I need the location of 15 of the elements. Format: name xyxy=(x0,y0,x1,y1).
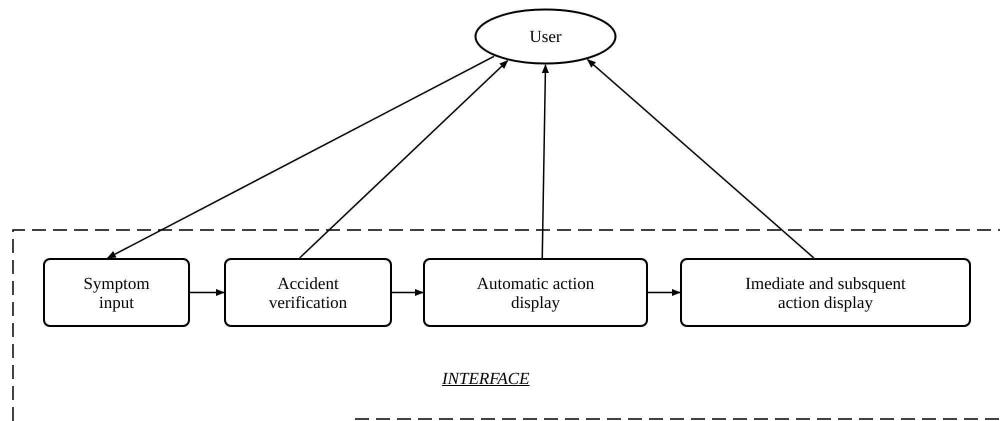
user-ellipse xyxy=(474,8,617,65)
arrow xyxy=(392,288,424,296)
process-box: Automatic action display xyxy=(423,258,648,327)
region-title: INTERFACE xyxy=(442,369,530,389)
process-box: Accident verification xyxy=(224,258,392,327)
arrow xyxy=(648,288,681,296)
arrow xyxy=(106,56,494,259)
arrow xyxy=(299,60,508,259)
arrow xyxy=(190,288,225,296)
node-label: User xyxy=(529,26,562,46)
arrow xyxy=(542,64,549,258)
process-box: Imediate and subsquent action display xyxy=(680,258,971,327)
dashed-region xyxy=(12,229,1000,421)
process-box: Symptom input xyxy=(43,258,190,327)
arrow xyxy=(586,58,814,259)
